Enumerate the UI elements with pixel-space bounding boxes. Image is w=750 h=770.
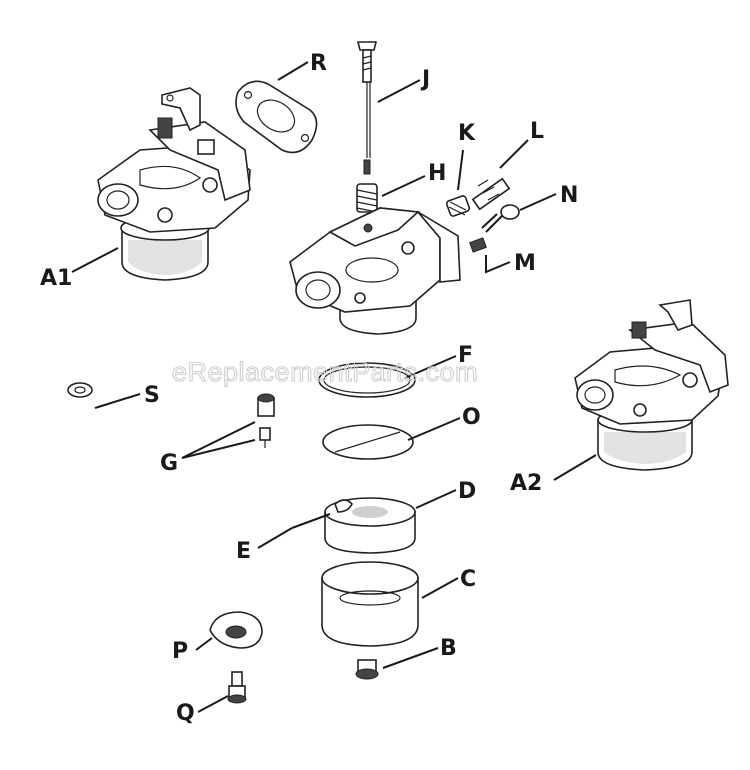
part-h-spring <box>356 183 378 213</box>
label-m: M <box>514 251 536 276</box>
part-d-float <box>324 497 416 554</box>
label-h: H <box>428 161 446 186</box>
part-f-o-ring <box>318 362 416 398</box>
label-l: L <box>530 119 544 144</box>
part-a2-carburetor <box>574 299 729 471</box>
label-f: F <box>458 343 473 368</box>
label-a1: A1 <box>40 266 72 291</box>
part-n-screw <box>481 204 520 233</box>
label-o: O <box>462 405 481 430</box>
part-c-bowl <box>321 561 419 647</box>
label-n: N <box>560 183 578 208</box>
leader-lines <box>71 61 597 713</box>
carburetor-body <box>289 207 461 335</box>
label-p: P <box>172 639 188 664</box>
label-r: R <box>310 51 327 76</box>
label-g: G <box>160 451 178 476</box>
part-q-screw <box>227 671 247 704</box>
part-labels: A1 R J K L H N M F S O G A2 D E C P B Q <box>40 51 578 726</box>
label-k: K <box>458 121 476 146</box>
label-j: J <box>420 67 430 92</box>
part-l-screw <box>471 177 511 211</box>
part-g-jets <box>257 393 275 448</box>
part-m-fitting <box>469 237 487 253</box>
label-a2: A2 <box>510 471 542 496</box>
part-b-drain-screw <box>355 659 379 680</box>
label-b: B <box>440 636 457 661</box>
part-r-gasket <box>235 80 318 154</box>
part-o-gasket <box>322 424 414 460</box>
part-p-plate <box>209 611 263 649</box>
label-s: S <box>144 383 160 408</box>
label-d: D <box>458 479 476 504</box>
part-j-needle <box>356 41 378 175</box>
watermark-text: eReplacementParts.com <box>172 357 478 387</box>
label-c: C <box>460 567 476 592</box>
part-s-washer <box>67 382 93 398</box>
label-e: E <box>236 539 251 564</box>
part-k-spring <box>445 195 471 217</box>
part-e-pin <box>291 513 331 529</box>
label-q: Q <box>176 701 195 726</box>
part-a1-carburetor <box>97 87 251 281</box>
